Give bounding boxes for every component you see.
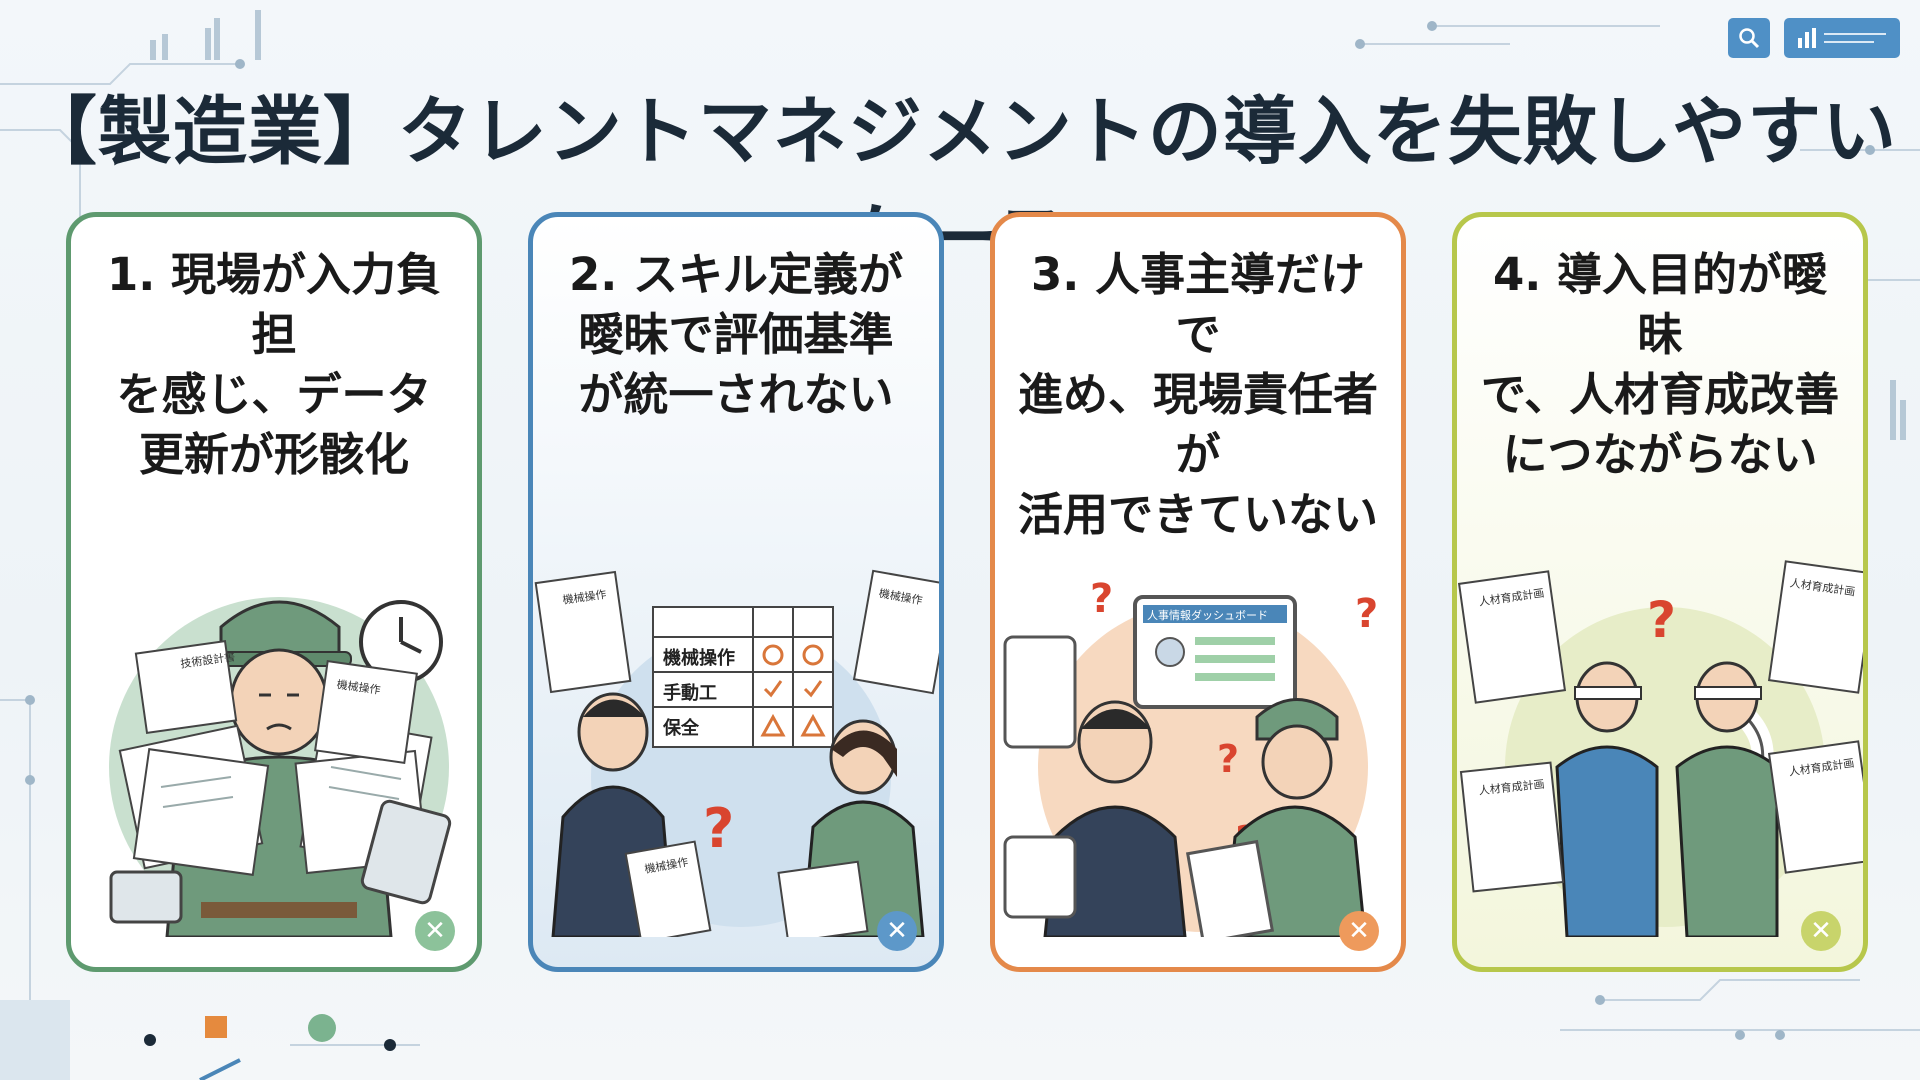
svg-text:?: ? [1217,737,1239,781]
search-button[interactable] [1728,18,1770,58]
doc-label: 機械操作 [336,677,382,697]
case-cards: 1. 現場が入力負担 を感じ、データ 更新が形骸化 [66,212,1868,974]
svg-text:?: ? [703,797,734,860]
card-heading: 3. 人事主導だけで 進め、現場責任者が 活用できていない [1017,248,1378,541]
question-icon: ? [703,797,734,860]
fail-mark-icon: ✕ [1339,911,1379,951]
fail-mark-icon: ✕ [415,911,455,951]
card-heading: 2. スキル定義が 曖昧で評価基準 が統一されない [568,248,904,421]
svg-text:?: ? [1090,576,1113,622]
chart-icon [1798,28,1886,48]
dashboard-label: 人事情報ダッシュボード [1147,608,1268,622]
search-icon [1739,28,1760,49]
hr-dashboard-illustration: 人事情報ダッシュボード ? ? ? ? [1003,576,1378,937]
skill-matrix-illustration: 機械操作 手動工 保全 ? 機械操作 機械 [534,569,939,937]
overworked-worker-illustration: 技術設計書 機械操作 [109,597,452,937]
card-heading: 1. 現場が入力負担 を感じ、データ 更新が形骸化 [106,248,442,481]
blindfolded-workers-illustration: ? 人材育成計画 人材育成計画 人材育成計画 人材育成計画 [1457,560,1863,937]
svg-text:?: ? [1647,591,1676,649]
case-card-3: 3. 人事主導だけで 進め、現場責任者が 活用できていない 人事情報ダッシュボー… [990,212,1406,972]
matrix-row-label: 保全 [662,717,700,739]
fail-mark-icon: ✕ [877,911,917,951]
svg-text:?: ? [1355,591,1378,637]
doc-label: 人材育成計画 [1478,777,1545,798]
card-heading: 4. 導入目的が曖昧 で、人材育成改善 につながらない [1480,248,1840,481]
case-card-2: 2. スキル定義が 曖昧で評価基準 が統一されない 機械操作 手動工 保全 ? [528,212,944,972]
matrix-row-label: 手動工 [663,682,717,704]
fail-mark-icon: ✕ [1801,911,1841,951]
question-icon: ? [1647,591,1676,649]
chart-button[interactable] [1784,18,1900,58]
case-card-1: 1. 現場が入力負担 を感じ、データ 更新が形骸化 [66,212,482,972]
matrix-row-label: 機械操作 [663,647,735,669]
case-card-4: 4. 導入目的が曖昧 で、人材育成改善 につながらない ? 人材育成計画 [1452,212,1868,972]
doc-label: 機械操作 [562,587,608,607]
top-toolbar [1728,18,1900,58]
